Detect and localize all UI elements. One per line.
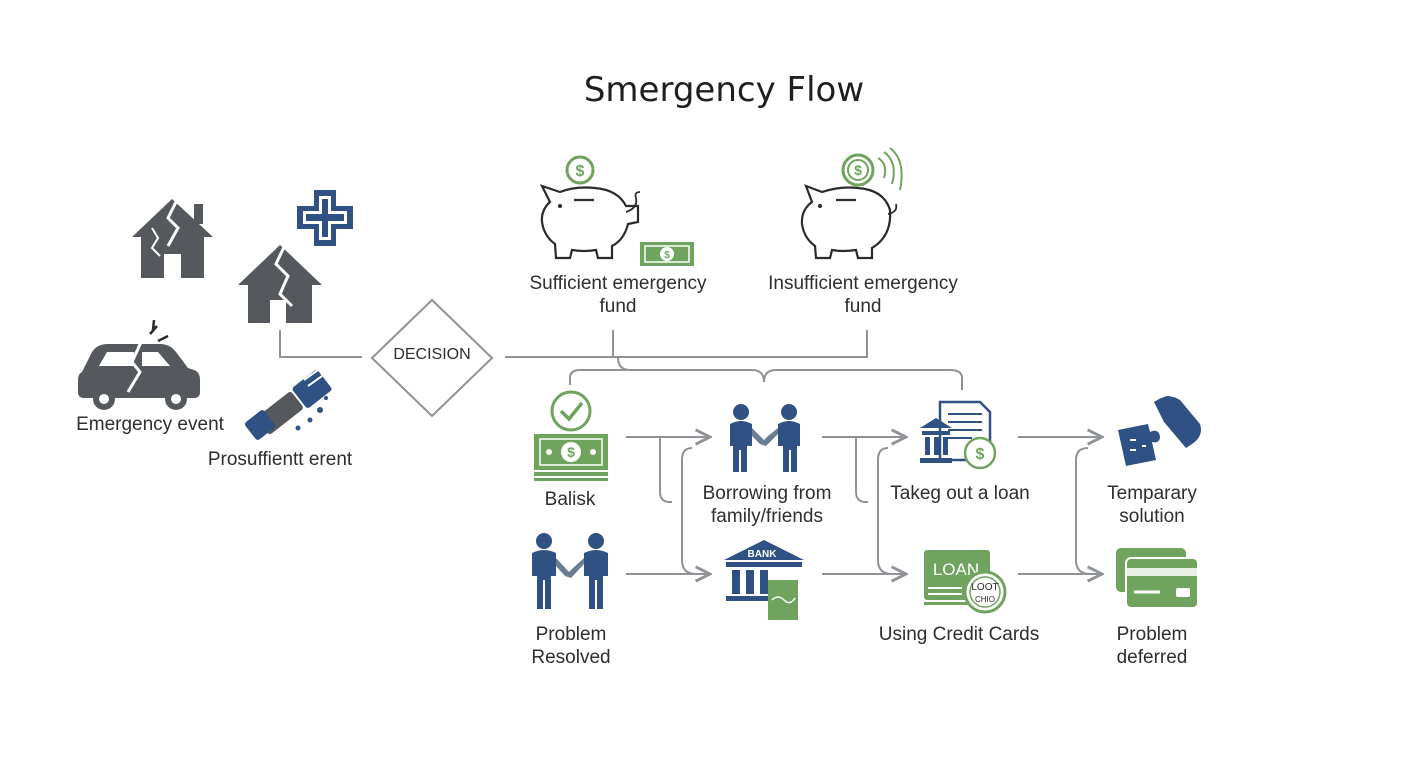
svg-text:$: $ — [854, 162, 862, 178]
handshake-people-icon — [532, 533, 608, 609]
cash-check-icon: $ — [534, 390, 608, 481]
piggy-bank-cash-icon: $ $ — [539, 155, 694, 266]
taking-loan-label: Takeg out a loan — [890, 483, 1030, 504]
syringe-icon — [244, 369, 332, 440]
svg-text:$: $ — [976, 446, 985, 463]
branch-left — [659, 437, 697, 575]
medical-cross-house-icon — [238, 190, 353, 323]
svg-text:LOOT: LOOT — [971, 582, 998, 593]
decision-diamond — [370, 298, 494, 418]
bank-sign: BANK — [748, 549, 778, 560]
secondary-event-label: Prosuffientt erent — [207, 449, 353, 470]
event-to-decision-connector — [279, 330, 362, 358]
temporary-solution-label: Temparary solution — [1107, 483, 1197, 527]
borrowing-label: Borrowing from family/friends — [702, 483, 832, 527]
puzzle-bandage-icon — [1118, 396, 1201, 466]
credit-cards-label: Using Credit Cards — [878, 624, 1040, 645]
loan-card-text: LOAN — [933, 560, 979, 579]
branch-middle — [855, 437, 893, 575]
branch-right — [1075, 447, 1091, 575]
handshake-people-icon — [730, 404, 800, 472]
damaged-house-icon — [132, 199, 213, 278]
balisk-label: Balisk — [544, 489, 596, 510]
funds-to-options-bracket — [569, 356, 963, 390]
problem-resolved-label: Problem Resolved — [531, 624, 611, 668]
connectors — [279, 330, 1102, 575]
emergency-event-label: Emergency event — [76, 414, 224, 435]
loan-card-icon: LOAN LOOT CHIO — [924, 550, 1007, 614]
credit-cards-icon — [1116, 548, 1199, 609]
insufficient-fund-label: Insufficient emergency fund — [768, 273, 958, 317]
decision-label: DECISION — [393, 346, 471, 363]
svg-text:CHIO: CHIO — [975, 595, 995, 604]
piggy-bank-coin-icon: $ — [800, 147, 903, 260]
svg-text:$: $ — [576, 163, 585, 180]
sufficient-fund-label: Sufficient emergency fund — [529, 273, 707, 317]
svg-text:$: $ — [567, 444, 575, 460]
bank-icon: BANK — [724, 540, 804, 620]
damaged-car-icon — [78, 319, 200, 410]
decision-to-funds-connector — [505, 330, 868, 358]
svg-text:$: $ — [664, 250, 670, 261]
problem-deferred-label: Problem deferred — [1116, 624, 1188, 668]
loan-document-icon: $ — [920, 400, 997, 470]
diagram-title: Smergency Flow — [583, 70, 865, 110]
